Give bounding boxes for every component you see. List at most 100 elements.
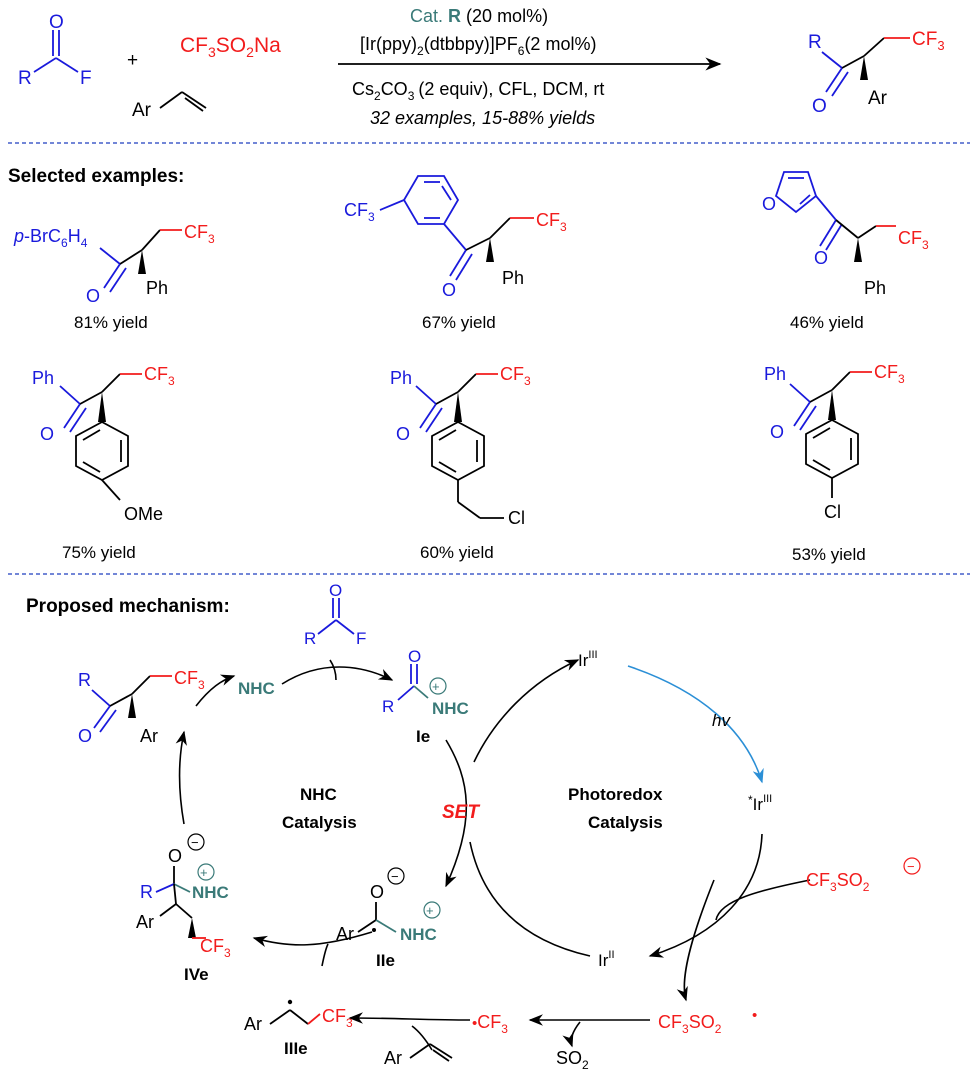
example-5-yield: 60% yield: [420, 543, 494, 562]
reaction-conditions: Cs2CO3(2 equiv), CFL, DCM, rt: [352, 79, 604, 103]
mech-product: R O CF3 Ar: [78, 668, 205, 746]
label-ive: IVe: [184, 965, 209, 984]
svg-text:+: +: [200, 865, 208, 880]
mech-alkene-bonds: [409, 1043, 453, 1062]
svg-text:R: R: [140, 882, 153, 902]
svg-text:CF3: CF3: [322, 1006, 353, 1030]
svg-text:Cl: Cl: [508, 508, 525, 528]
svg-text:Cl: Cl: [824, 502, 841, 522]
svg-text:R: R: [382, 697, 394, 716]
svg-text:Ar: Ar: [244, 1014, 262, 1034]
example-2-yield: 67% yield: [422, 313, 496, 332]
alkene-bonds: [159, 91, 207, 112]
plus-sign: +: [127, 50, 138, 71]
svg-text:R: R: [808, 32, 822, 53]
svg-text:CF3: CF3: [344, 200, 375, 224]
svg-text:CF3: CF3: [174, 668, 205, 692]
example-6-yield: 53% yield: [792, 545, 866, 564]
svg-text:Ar: Ar: [868, 88, 888, 109]
svg-text:O: O: [408, 647, 421, 666]
nhc-catalysis-label-2: Catalysis: [282, 813, 357, 832]
example-5: Ph O CF3 Cl 60% yield: [390, 364, 531, 562]
example-1: p-BrC6H4 O CF3 Ph 81% yield: [13, 222, 215, 332]
svg-text:O: O: [86, 286, 100, 306]
svg-text:NHC: NHC: [400, 925, 437, 944]
intermediate-iie: O − Ar NHC + IIe: [336, 867, 441, 970]
sulfonyl-radical: CF3SO2: [658, 1012, 722, 1036]
svg-text:−: −: [907, 859, 915, 874]
svg-text:OMe: OMe: [124, 504, 163, 524]
svg-text:CF3: CF3: [144, 364, 175, 388]
hv-label: hv: [712, 711, 731, 730]
svg-text:NHC: NHC: [192, 883, 229, 902]
nhc-cycle-arrows: [175, 659, 468, 967]
label-iiie: IIIe: [284, 1039, 308, 1058]
sulfinate-salt: CF3SO2Na: [180, 34, 281, 60]
ir-ii: IrII: [598, 949, 615, 970]
alkene-ar: Ar: [132, 100, 152, 121]
sulfinate-anion: CF3SO2: [806, 870, 870, 894]
svg-text:O: O: [762, 194, 776, 214]
svg-text:Ph: Ph: [32, 368, 54, 388]
mechanism-heading: Proposed mechanism:: [26, 596, 230, 617]
mech-acyl-fluoride: O R F: [304, 581, 366, 648]
label-ie: Ie: [416, 727, 430, 746]
intermediate-ive: O − R NHC + Ar CF3 IVe: [136, 833, 231, 984]
svg-text:Ar: Ar: [336, 924, 354, 944]
svg-text:CF3: CF3: [500, 364, 531, 388]
svg-text:−: −: [391, 869, 399, 884]
svg-text:Ar: Ar: [140, 726, 158, 746]
intermediate-ie: O R NHC + Ie: [382, 647, 469, 746]
acyl-r: R: [18, 68, 32, 89]
svg-text:Ph: Ph: [502, 268, 524, 288]
svg-text:NHC: NHC: [432, 699, 469, 718]
example-2: CF3 O CF3 Ph 67% yield: [344, 175, 567, 332]
ir-iii: IrIII: [578, 649, 598, 670]
svg-text:Ph: Ph: [764, 364, 786, 384]
svg-text:−: −: [191, 835, 199, 850]
svg-text:O: O: [40, 424, 54, 444]
photoredox-label-2: Catalysis: [588, 813, 663, 832]
mech-alkene-ar: Ar: [384, 1048, 402, 1068]
example-1-yield: 81% yield: [74, 313, 148, 332]
svg-text:Ar: Ar: [136, 912, 154, 932]
svg-text:O: O: [396, 424, 410, 444]
photocatalyst: [Ir(ppy)2(dtbbpy)]PF6(2 mol%): [360, 34, 596, 58]
svg-text:CF3: CF3: [184, 222, 215, 246]
svg-text:CF3: CF3: [874, 362, 905, 386]
svg-text:R: R: [78, 670, 91, 690]
svg-text:Ph: Ph: [146, 278, 168, 298]
so2: SO2: [556, 1048, 589, 1072]
svg-text:O: O: [442, 280, 456, 300]
svg-text:Ph: Ph: [864, 278, 886, 298]
svg-text:CF3: CF3: [912, 29, 945, 53]
svg-text:p-BrC6H4: p-BrC6H4: [13, 226, 88, 250]
svg-text:CF3: CF3: [898, 228, 929, 252]
example-4-yield: 75% yield: [62, 543, 136, 562]
ir-iii-excited: *IrIII: [748, 793, 772, 814]
catalyst-label: Cat. R (20 mol%): [410, 6, 548, 26]
example-3-yield: 46% yield: [790, 313, 864, 332]
nhc-catalysis-label-1: NHC: [300, 785, 337, 804]
top-reaction: O R F + CF3SO2Na Ar Cat. R (20 mol%) [Ir…: [18, 6, 945, 128]
top-product: R O CF3 Ar: [808, 29, 945, 117]
svg-text:Ph: Ph: [390, 368, 412, 388]
acyl-f: F: [80, 68, 92, 89]
svg-text:O: O: [812, 96, 827, 117]
svg-text:F: F: [356, 629, 366, 648]
example-3: O O CF3 Ph 46% yield: [762, 171, 929, 332]
svg-text:CF3: CF3: [536, 210, 567, 234]
photoredox-label-1: Photoredox: [568, 785, 663, 804]
svg-text:O: O: [814, 248, 828, 268]
example-6: Ph O CF3 Cl 53% yield: [764, 362, 905, 564]
acyl-o: O: [49, 12, 64, 33]
label-iie: IIe: [376, 951, 395, 970]
svg-text:O: O: [78, 726, 92, 746]
svg-text:•: •: [752, 1007, 757, 1024]
svg-text:+: +: [426, 903, 434, 918]
svg-text:O: O: [770, 422, 784, 442]
scope-summary: 32 examples, 15-88% yields: [370, 108, 595, 128]
svg-text:O: O: [329, 581, 342, 600]
set-label: SET: [442, 802, 480, 823]
